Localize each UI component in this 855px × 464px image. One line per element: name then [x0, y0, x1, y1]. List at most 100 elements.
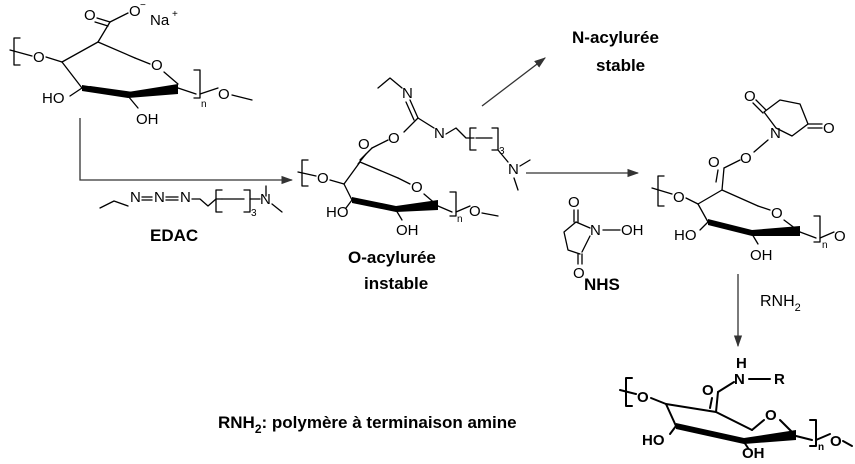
- amide-repeat-n: n: [818, 442, 824, 453]
- bond: [127, 95, 139, 109]
- bond: [271, 203, 283, 213]
- molecule-amide-product: H N R O O O HO OH n O: [619, 355, 853, 462]
- bond: [563, 221, 581, 255]
- amide-ring-o: O: [765, 407, 777, 424]
- bond: [815, 433, 831, 441]
- bond: [751, 419, 765, 431]
- carboxylate-charge: −: [140, 0, 146, 11]
- amide-substituent-o: O: [637, 389, 649, 406]
- sodium-atom: Na: [150, 12, 170, 29]
- molecule-hyaluronate-sodium: O O − Na + O O HO OH n O: [9, 0, 253, 128]
- bond: [417, 117, 435, 129]
- bond: [755, 99, 767, 111]
- intermediate-repeat-n: n: [457, 214, 463, 225]
- nhs-n: N: [590, 222, 601, 239]
- carbonyl-o-atom: O: [84, 7, 96, 24]
- bond: [819, 231, 835, 239]
- bond: [757, 205, 771, 211]
- nhs-ester-glycosidic-o: O: [834, 228, 846, 245]
- nhs-ester-ring-o: O: [771, 205, 783, 222]
- amide-h: H: [736, 355, 747, 372]
- sodium-charge: +: [172, 9, 178, 20]
- bond: [199, 87, 219, 95]
- bond: [109, 12, 129, 23]
- nhs-ester-hydroxyl-bottom: OH: [750, 247, 773, 264]
- intermediate-substituent-o: O: [317, 170, 329, 187]
- substituent-o-atom: O: [33, 49, 45, 66]
- bond: [581, 235, 591, 253]
- amide-r: R: [774, 371, 785, 388]
- edac-label: EDAC: [150, 226, 198, 245]
- ring-top-bonds: [343, 161, 399, 185]
- edac-subscript: 3: [251, 208, 257, 219]
- wedge-bond: [352, 197, 396, 212]
- bond: [497, 149, 509, 163]
- bond: [752, 102, 764, 114]
- ring-top-bonds: [697, 189, 759, 207]
- edac-n4: N: [260, 191, 271, 208]
- bond: [61, 61, 83, 89]
- wedge-bond: [708, 219, 752, 236]
- bond: [329, 179, 345, 185]
- molecule-nhs-ester: O N O O O O O HO OH n O: [651, 88, 846, 264]
- edac-n1: N: [130, 189, 141, 206]
- edac-n2: N: [154, 189, 165, 206]
- bond: [669, 425, 677, 435]
- intermediate-hydroxyl-left: HO: [326, 204, 349, 221]
- bond: [69, 87, 83, 97]
- bond: [743, 441, 749, 449]
- n-acyl-label-line1: N-acylurée: [572, 28, 659, 47]
- bond: [231, 94, 253, 101]
- o-acyl-label-line1: O-acylurée: [348, 248, 436, 267]
- amide-carbonyl-o: O: [702, 382, 714, 399]
- bond: [403, 117, 419, 133]
- ring-top-bonds: [665, 403, 753, 431]
- bond: [575, 221, 591, 229]
- bond: [371, 139, 389, 149]
- bracket: [491, 127, 499, 151]
- intermediate-glycosidic-o: O: [469, 203, 481, 220]
- nhs-ester-repeat-n: n: [822, 240, 828, 251]
- nhs-oh: OH: [621, 222, 644, 239]
- ring-o-atom: O: [151, 57, 163, 74]
- bond: [345, 199, 353, 209]
- bond: [519, 159, 531, 167]
- nhs-ester-o-top: O: [744, 88, 756, 105]
- wedge-bond: [744, 430, 796, 444]
- repeat-bracket-right: [449, 191, 457, 217]
- wedge-bond: [676, 423, 744, 444]
- bond: [699, 221, 709, 231]
- molecule-nhs: O N O OH: [563, 194, 644, 282]
- nhs-ester-ester-o: O: [740, 150, 752, 167]
- intermediate-hydroxyl-bottom: OH: [396, 222, 419, 239]
- nhs-o-bottom: O: [573, 265, 585, 282]
- rnh2-legend: RNH2: polymère à terminaison amine: [218, 413, 517, 436]
- hydroxyl-bottom: OH: [136, 111, 159, 128]
- bond: [650, 397, 667, 405]
- amide-n: N: [734, 371, 745, 388]
- molecule-edac: N N N 3 N: [99, 185, 283, 219]
- bond: [409, 99, 419, 119]
- nhs-label: NHS: [584, 275, 620, 294]
- bond: [717, 381, 735, 393]
- wedge-bond: [752, 226, 800, 236]
- intermediate-carbonyl-o: O: [358, 136, 370, 153]
- bond: [619, 389, 637, 395]
- wedge-bond: [128, 84, 178, 98]
- nhs-ester-hydroxyl-left: HO: [674, 227, 697, 244]
- bond: [513, 177, 519, 191]
- ester-o-atom: O: [388, 130, 400, 147]
- bond: [45, 56, 63, 63]
- bond: [481, 212, 499, 217]
- bond: [177, 87, 197, 95]
- bond: [795, 435, 813, 441]
- edac-n3: N: [180, 189, 191, 206]
- intermediate-n-right: N: [508, 161, 519, 178]
- repeat-subscript: n: [201, 99, 207, 110]
- bond: [397, 177, 411, 185]
- hydroxyl-left: HO: [42, 90, 65, 107]
- bond: [455, 205, 471, 213]
- amide-glycosidic-o: O: [830, 433, 842, 450]
- bond: [377, 77, 403, 89]
